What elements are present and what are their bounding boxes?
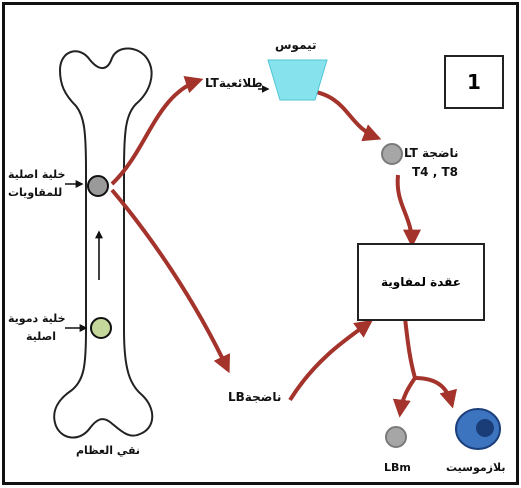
lbm-label: LBm	[384, 461, 411, 474]
bone-outline	[53, 47, 154, 439]
arrow-node-split	[403, 317, 417, 379]
plasmocyte-label: بلازموسيت	[446, 461, 506, 474]
panel-number: 1	[444, 55, 504, 109]
immune-stem-cell-label-line2: للمقاويات	[8, 186, 63, 199]
lb-mature-label: LBناضجة	[228, 390, 282, 404]
arrow-to-plasmocyte	[414, 376, 457, 409]
lt-mature-label: LT ناضجة	[404, 146, 459, 160]
lbm-cell	[385, 426, 407, 448]
arrow-lt-to-node	[395, 174, 421, 248]
arrow-lb-to-node	[288, 319, 373, 402]
blood-stem-cell-label-line2: اصلية	[26, 330, 57, 343]
lt-mature-cell	[381, 143, 403, 165]
thymus-label: تيموس	[275, 38, 317, 52]
arrow-marrow-to-lb	[110, 188, 230, 374]
blood-stem-cell-label-line1: خلية دموية	[8, 312, 66, 325]
t4-t8-label: T4 , T8	[412, 165, 458, 179]
arrow-to-lbm	[392, 376, 417, 418]
thymus-shape	[267, 59, 328, 101]
arrow-marrow-to-thymus	[110, 76, 204, 186]
lymph-node-box: عقدة لمفاوية	[357, 243, 485, 321]
immune-stem-cell	[87, 175, 109, 197]
lt-precursor-label: LTطلائعية	[205, 76, 263, 90]
immune-stem-cell-label-line1: خلية اصلية	[8, 168, 66, 181]
blood-stem-cell	[90, 317, 112, 339]
plasmocyte-nucleus	[476, 419, 494, 437]
bone-marrow-label: نقي العظام	[76, 444, 141, 457]
